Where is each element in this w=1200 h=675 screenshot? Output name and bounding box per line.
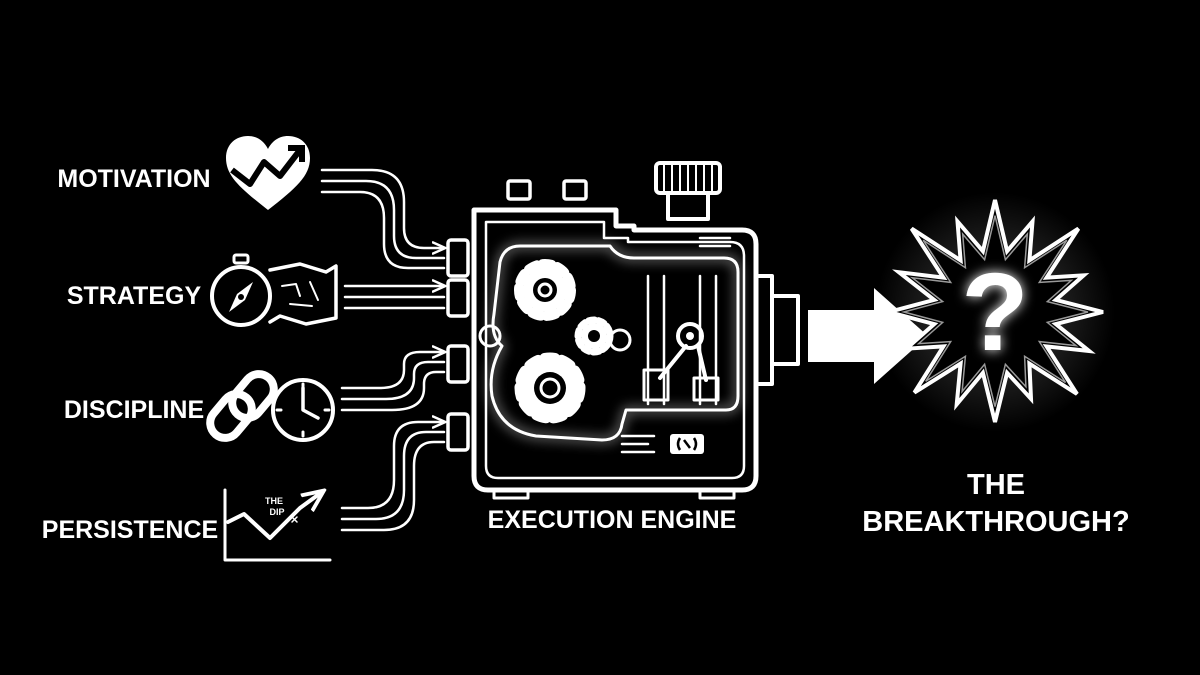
engine-label: EXECUTION ENGINE — [488, 506, 737, 534]
input-label-strategy: STRATEGY — [67, 282, 202, 310]
input-label-discipline: DISCIPLINE — [64, 396, 204, 424]
input-label-persistence: PERSISTENCE — [42, 516, 218, 544]
heart-trend-icon — [226, 136, 310, 210]
dip-chart-annotation-bottom: DIP — [269, 507, 284, 517]
input-label-motivation: MOTIVATION — [57, 165, 210, 193]
input-connectors — [320, 168, 444, 532]
engine-icon — [446, 161, 800, 500]
output-title-line2: BREAKTHROUGH? — [862, 506, 1129, 538]
dip-chart-icon: THE DIP — [223, 490, 332, 562]
compass-map-icon — [210, 253, 338, 327]
dip-chart-annotation-top: THE — [265, 496, 283, 506]
starburst-question-icon: ? — [875, 192, 1115, 432]
output-title-line1: THE — [967, 469, 1025, 501]
chain-clock-icon — [206, 370, 335, 442]
breakthrough-symbol: ? — [961, 251, 1028, 374]
